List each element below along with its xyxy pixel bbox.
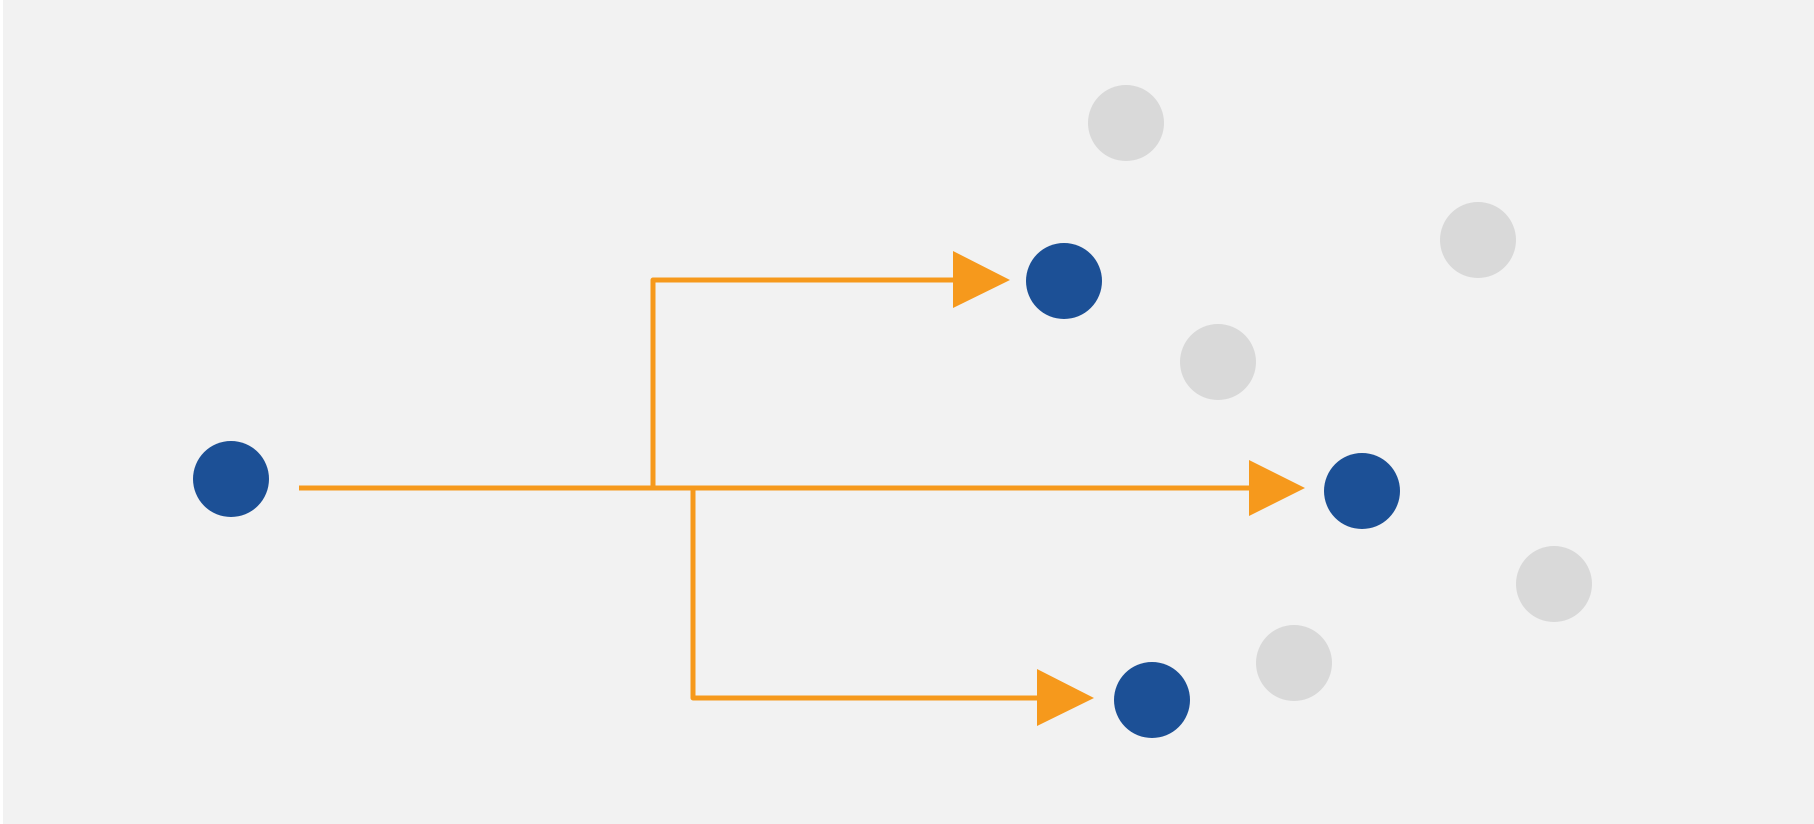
target-node-top [1026, 243, 1102, 319]
inactive-node [1180, 324, 1256, 400]
edge-source-to-target-bottom [690, 488, 1039, 701]
inactive-node [1516, 546, 1592, 622]
target-node-bottom [1114, 662, 1190, 738]
inactive-node [1256, 625, 1332, 701]
selected-node-group [193, 243, 1400, 738]
arrowhead-target-top [953, 251, 1010, 308]
diagram-canvas [3, 0, 1814, 824]
edge-group [299, 251, 1305, 726]
diagram-background [3, 0, 1814, 824]
inactive-node [1088, 85, 1164, 161]
source-node [193, 441, 269, 517]
branching-diagram [3, 0, 1814, 824]
inactive-node-group [1088, 85, 1592, 701]
arrowhead-target-middle [1249, 460, 1305, 516]
arrowhead-target-bottom [1037, 669, 1094, 726]
target-node-middle [1324, 453, 1400, 529]
inactive-node [1440, 202, 1516, 278]
